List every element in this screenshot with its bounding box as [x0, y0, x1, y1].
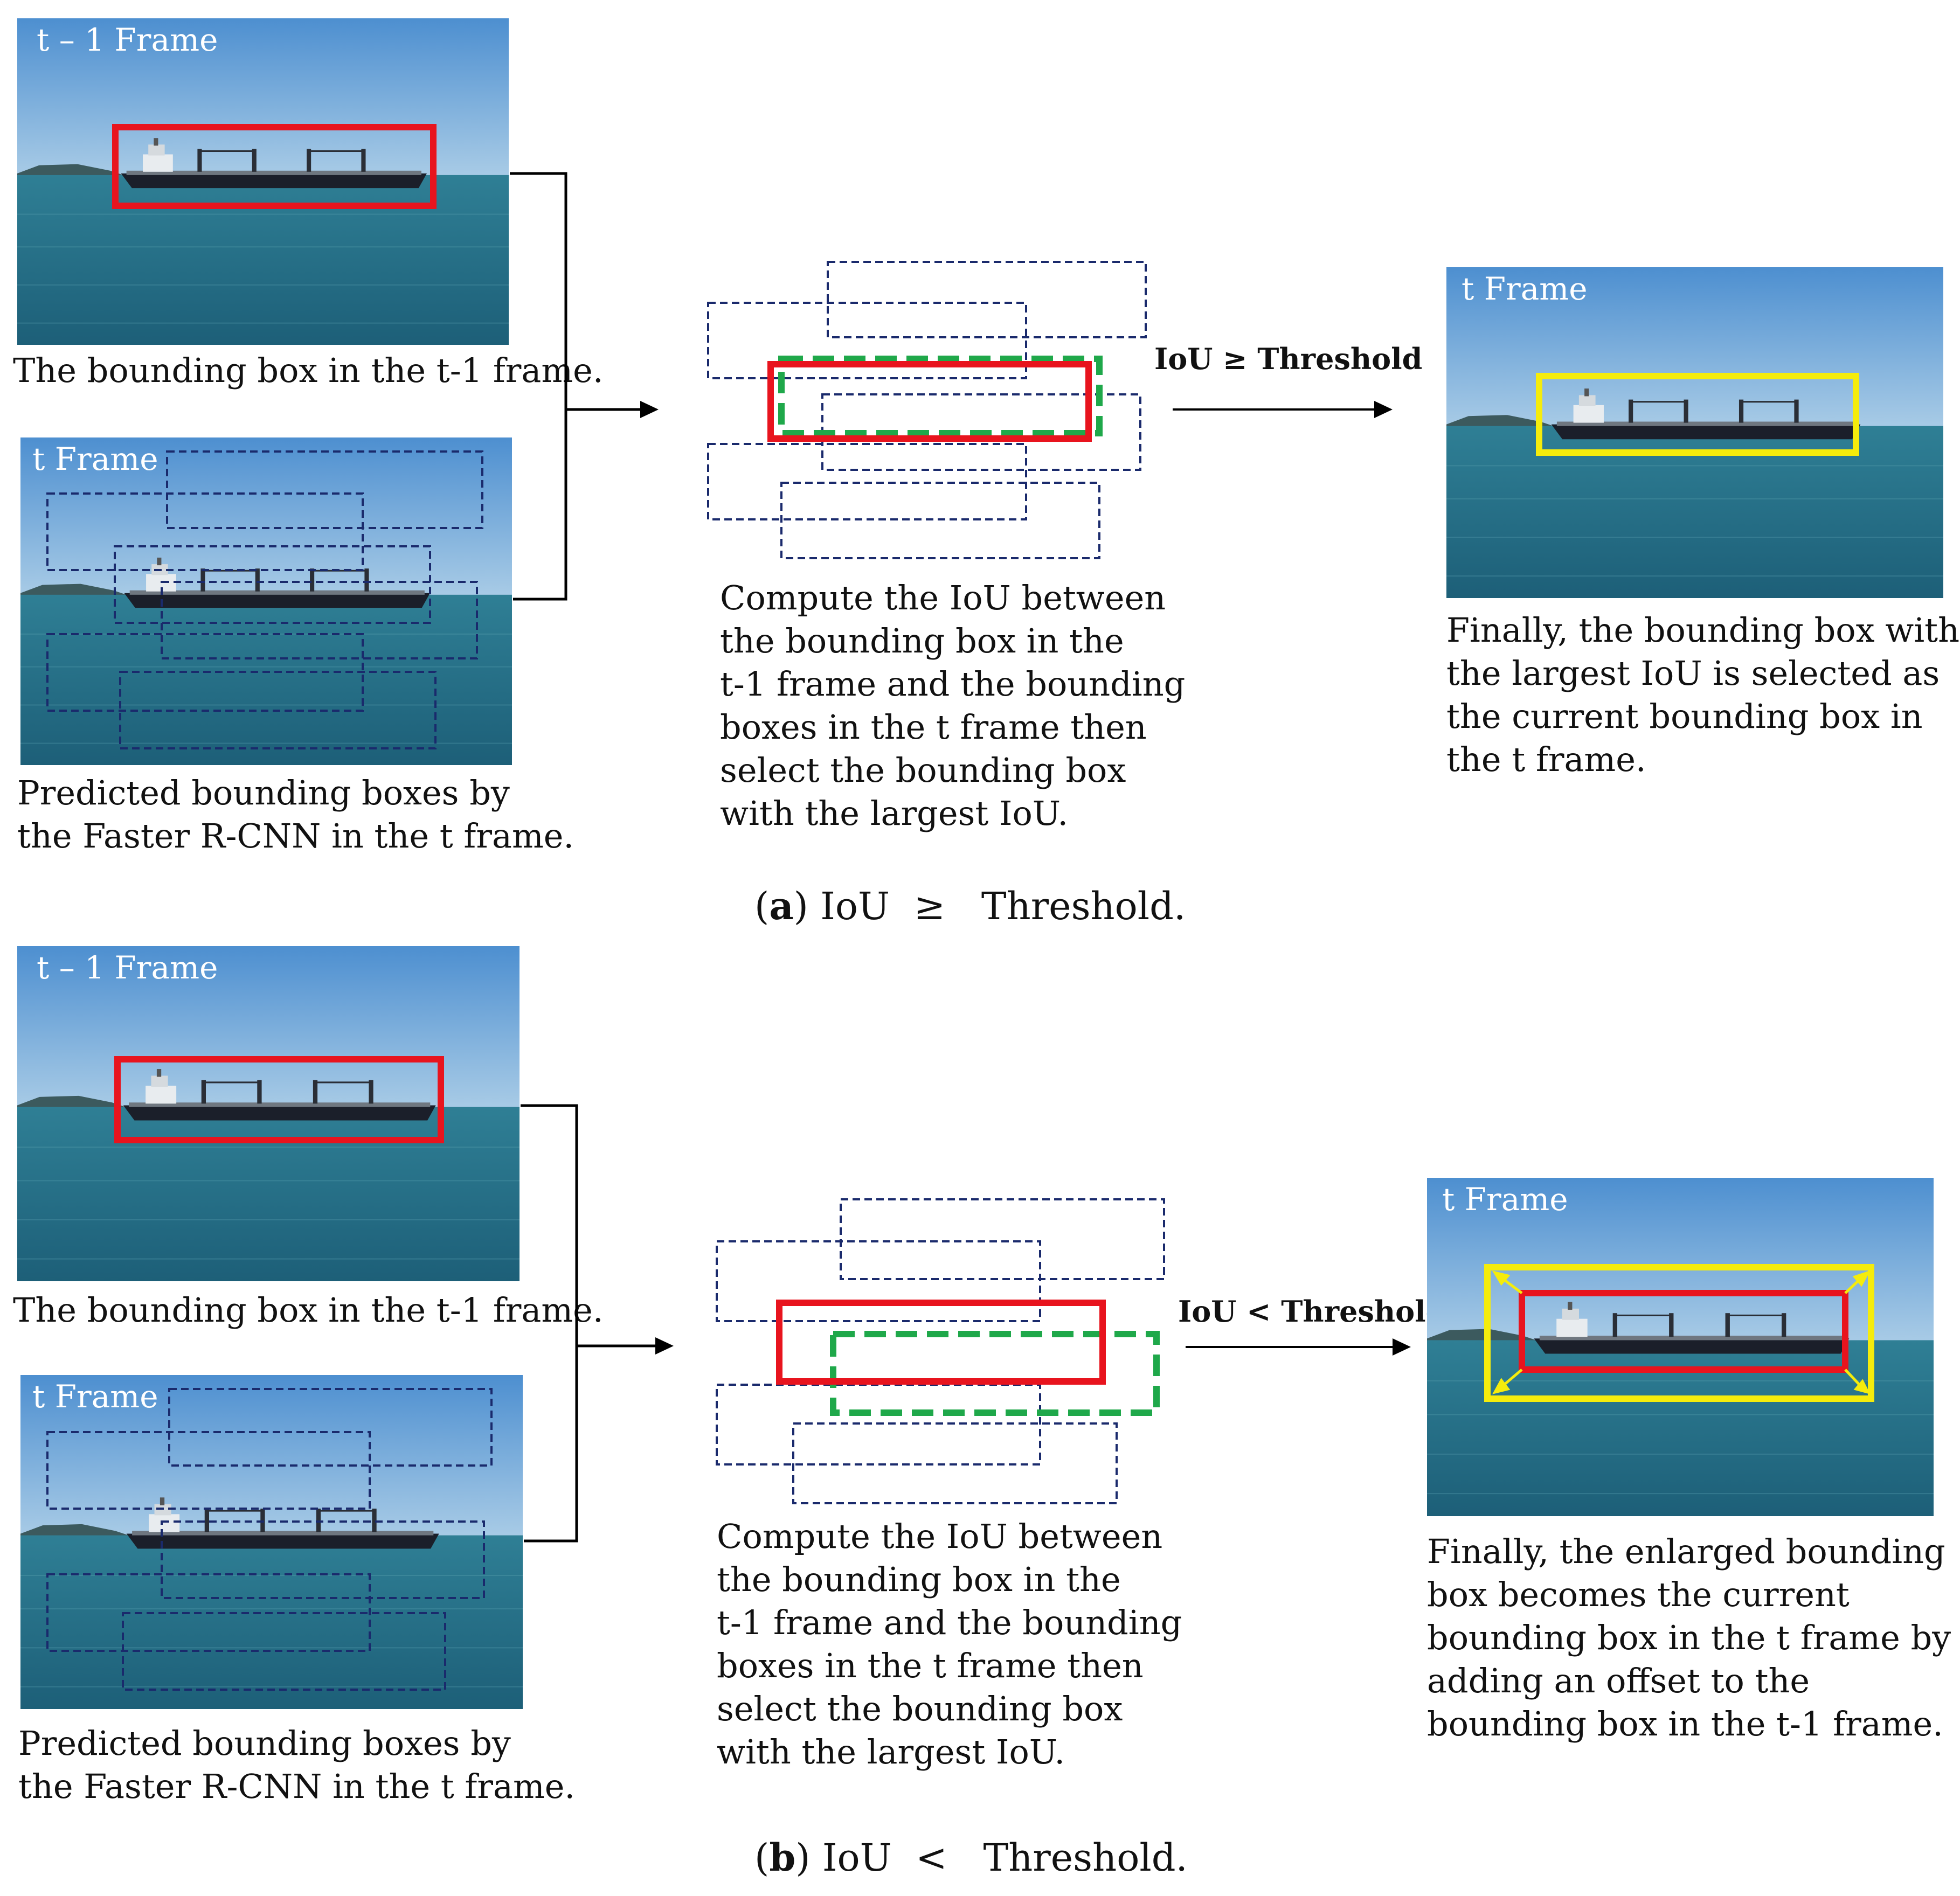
prev-bounding-box [776, 1300, 1106, 1385]
panel-b-cur-frame-image: t Frame [20, 1375, 523, 1709]
panel-a-condition-label: IoU ≥ Threshold [1154, 342, 1423, 376]
panel-a-prev-caption: The bounding box in the t-1 frame. [13, 351, 604, 390]
panel-a-caption: (a) IoU ≥ Threshold. [754, 884, 1186, 928]
frame-label: t Frame [32, 1378, 158, 1415]
panel-a-prev-frame-image: t – 1 Frame [17, 18, 509, 345]
panel-b-result-text: Finally, the enlarged bounding box becom… [1427, 1532, 1951, 1744]
frame-label: t Frame [1442, 1181, 1568, 1218]
panel-a-caption-letter: a [769, 884, 794, 928]
panel-b-caption-letter: b [769, 1835, 796, 1880]
result-bounding-box [1536, 373, 1859, 456]
panel-a-condition-arrow [1173, 401, 1393, 418]
panel-b-prev-caption: The bounding box in the t-1 frame. [13, 1290, 604, 1330]
prev-bounding-box [114, 1056, 444, 1143]
arrow-head-icon [640, 401, 659, 418]
frame-label: t – 1 Frame [37, 22, 218, 58]
offset-arrows-icon [1492, 1270, 1871, 1394]
panel-b-result-frame-image: t Frame [1427, 1178, 1934, 1516]
panel-a-cur-caption: Predicted bounding boxes by the Faster R… [17, 773, 574, 856]
panel-b-caption: (b) IoU < Threshold. [754, 1835, 1188, 1880]
panel-a-result-text: Finally, the bounding box with the large… [1446, 610, 1960, 779]
panel-a-result-frame-image: t Frame [1446, 267, 1943, 598]
enlarged-bounding-box [1484, 1264, 1874, 1402]
panel-b-caption-text: IoU < Threshold. [810, 1836, 1188, 1880]
panel-b-prev-frame-image: t – 1 Frame [17, 946, 520, 1281]
panel-b-merge-connector [521, 1104, 674, 1543]
panel-b-condition-label: IoU < Threshold [1178, 1294, 1446, 1329]
arrow-head-icon [655, 1337, 674, 1355]
panel-b-cur-caption: Predicted bounding boxes by the Faster R… [18, 1724, 576, 1806]
arrow-head-icon [1374, 401, 1393, 418]
best-match-box [830, 1331, 1160, 1416]
panel-b-condition-arrow [1186, 1338, 1411, 1356]
panel-a-iou-diagram [707, 261, 1147, 559]
panel-b-iou-diagram [716, 1198, 1165, 1504]
predicted-boxes [46, 1388, 493, 1691]
panel-b-compute-text: Compute the IoU between the bounding box… [717, 1517, 1182, 1772]
panel-a-cur-frame-image: t Frame [20, 437, 512, 765]
panel-a-compute-text: Compute the IoU between the bounding box… [720, 578, 1186, 833]
predicted-boxes [46, 450, 483, 749]
best-match-box [778, 356, 1103, 436]
frame-label: t – 1 Frame [37, 949, 218, 986]
panel-a-caption-text: IoU ≥ Threshold. [808, 884, 1186, 928]
panel-a-merge-connector [510, 172, 659, 601]
prev-bounding-box [112, 124, 437, 209]
frame-label: t Frame [32, 441, 158, 477]
prev-bounding-box [767, 361, 1092, 442]
frame-label: t Frame [1462, 270, 1588, 307]
arrow-head-icon [1393, 1338, 1411, 1356]
